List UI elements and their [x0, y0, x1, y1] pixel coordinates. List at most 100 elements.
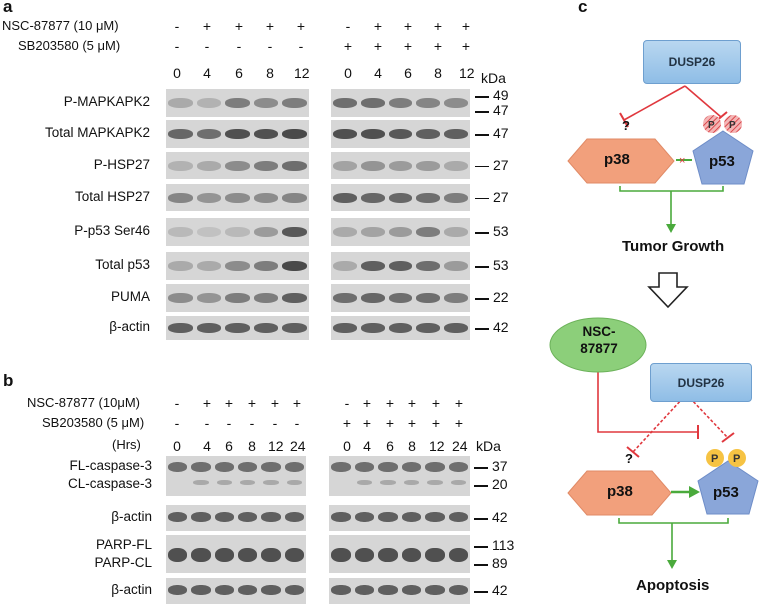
panel-a-band-5-1-0: [333, 261, 357, 271]
panel-b-kda-tick-0-0: [474, 467, 488, 469]
panel-b-band-1-1-2: [378, 512, 398, 522]
panel-a-kda-tick-0-0: [475, 96, 489, 98]
panel-a-blot-7-right: [331, 316, 470, 340]
panel-a-row-label-1: Total MAPKAPK2: [44, 125, 150, 140]
panel-a-band-4-0-0: [168, 227, 193, 237]
panel-a-band-3-1-1: [360, 192, 385, 203]
panel-a-kda-3-0: 27: [493, 188, 509, 205]
panel-b-cl-band-1-1: [356, 480, 372, 485]
panel-a-blot-3-right: [331, 184, 470, 211]
panel-a-blot-6-left: [166, 284, 309, 312]
panel-a-band-6-1-4: [444, 293, 468, 303]
panel-a-band-4-0-1: [196, 227, 222, 237]
panel-b-band-1-0-2: [214, 512, 234, 522]
panel-a-band-0-1-4: [444, 98, 468, 108]
panel-b-right_group-sb-1: +: [362, 415, 372, 431]
panel-b-band-0-0-4: [261, 462, 281, 472]
panel-b-cl-band-0-2: [216, 480, 232, 485]
panel-b-sb-label: SB203580 (5 μM): [42, 415, 145, 430]
panel-a-kda-7-0: 42: [493, 319, 509, 335]
panel-a-band-0-0-2: [225, 98, 250, 108]
panel-b-left_group-nsc-5: +: [292, 395, 302, 411]
bottom-arrowhead: [667, 560, 677, 569]
panel-a-kda-6-0: 22: [493, 289, 509, 305]
panel-b-band-3-1-0: [331, 585, 351, 595]
panel-a-band-7-1-2: [388, 323, 413, 333]
panel-b-band-2-1-5: [448, 548, 468, 562]
panel-b-left_group-sb-0: -: [174, 415, 180, 431]
panel-a-band-4-1-2: [388, 227, 413, 237]
panel-a-band-6-1-3: [416, 293, 441, 303]
panel-b-right_group-nsc-3: +: [407, 395, 417, 411]
panel-a-blot-5-left: [166, 252, 309, 280]
panel-b-cl-band-0-4: [263, 480, 279, 485]
top-phospho-left: [703, 115, 721, 133]
panel-b-right_group-sb-3: +: [407, 415, 417, 431]
panel-b-left_group-time-4: 12: [268, 438, 284, 454]
panel-b-band-0-1-4: [425, 462, 445, 472]
panel-a-band-7-0-3: [253, 323, 279, 333]
panel-b-left_group-nsc-1: +: [202, 395, 212, 411]
panel-b-letter: b: [3, 371, 14, 390]
panel-b-band-3-1-3: [401, 585, 421, 595]
panel-b-kda-1-0: 42: [492, 509, 508, 525]
panel-b-band-1-0-4: [261, 512, 281, 522]
panel-a-band-2-0-0: [168, 160, 193, 171]
panel-b-row-label-2-1: PARP-CL: [94, 555, 152, 570]
top-merge-bracket: [619, 186, 724, 230]
panel-a-band-4-1-3: [416, 227, 441, 237]
panel-a-band-1-1-2: [388, 129, 413, 139]
panel-a-right_group-sb-4: +: [461, 38, 471, 54]
panel-a-band-6-1-2: [388, 293, 413, 303]
panel-a-kda-header: kDa: [481, 70, 506, 86]
panel-b-kda-tick-2-0: [474, 546, 488, 548]
panel-a-right_group-nsc-3: +: [433, 18, 443, 34]
panel-a-band-1-1-1: [360, 129, 385, 139]
panel-a-band-1-1-4: [444, 129, 468, 139]
panel-b-left_group-nsc-4: +: [270, 395, 280, 411]
panel-b-kda-2-0: 113: [492, 537, 515, 553]
panel-a-band-0-1-3: [416, 98, 441, 108]
panel-a-left_group-time-4: 12: [294, 65, 310, 81]
panel-a-right_group-time-2: 6: [404, 65, 412, 81]
panel-b-band-0-1-5: [448, 462, 468, 472]
panel-b-left_group-time-5: 24: [290, 438, 306, 454]
panel-b-blot-3-right: [329, 578, 470, 604]
panel-a-band-4-1-4: [444, 227, 468, 237]
panel-a-right_group-nsc-1: +: [373, 18, 383, 34]
panel-a-band-2-1-2: [388, 160, 413, 171]
panel-a-right_group-time-3: 8: [434, 65, 442, 81]
panel-a-band-0-1-1: [360, 98, 385, 108]
panel-a-band-5-1-1: [360, 261, 385, 271]
bottom-p38-label: p38: [607, 483, 633, 500]
panel-b-kda-tick-3-0: [474, 591, 488, 593]
hollow-down-arrow: [647, 272, 689, 309]
panel-a-band-6-0-2: [225, 293, 250, 303]
panel-a-blot-4-right: [331, 218, 470, 246]
top-dusp26-box: DUSP26: [643, 40, 741, 84]
bottom-phospho-left: [706, 449, 724, 467]
panel-a-kda-tick-1-0: [475, 134, 489, 136]
panel-b-band-1-1-1: [354, 512, 374, 522]
panel-a-band-3-0-3: [253, 192, 279, 203]
panel-b-band-3-0-3: [238, 585, 258, 595]
panel-a-band-1-0-1: [196, 129, 222, 139]
panel-a-band-0-0-1: [196, 98, 222, 108]
panel-a-band-2-1-1: [360, 160, 385, 171]
panel-b-band-3-1-4: [425, 585, 445, 595]
panel-b-kda-tick-1-0: [474, 518, 488, 520]
bottom-p53-pentagon: [697, 460, 759, 515]
panel-b-cl-band-0-5: [286, 480, 302, 485]
top-phospho-label-left: P: [708, 120, 715, 131]
panel-b-right_group-time-2: 6: [386, 438, 394, 454]
bottom-p53-label: p53: [713, 484, 739, 501]
panel-a-band-0-1-2: [388, 98, 413, 108]
panel-a-right_group-time-0: 0: [344, 65, 352, 81]
panel-a-band-6-0-3: [253, 293, 279, 303]
panel-a-row-label-4: P-p53 Ser46: [74, 223, 150, 238]
top-inhibit-line-p38: [623, 85, 686, 121]
panel-a-band-6-0-1: [196, 293, 222, 303]
panel-a-band-4-0-4: [282, 227, 307, 237]
bottom-dotted-inhibit-p53: [689, 397, 729, 439]
panel-a-right_group-sb-3: +: [433, 38, 443, 54]
